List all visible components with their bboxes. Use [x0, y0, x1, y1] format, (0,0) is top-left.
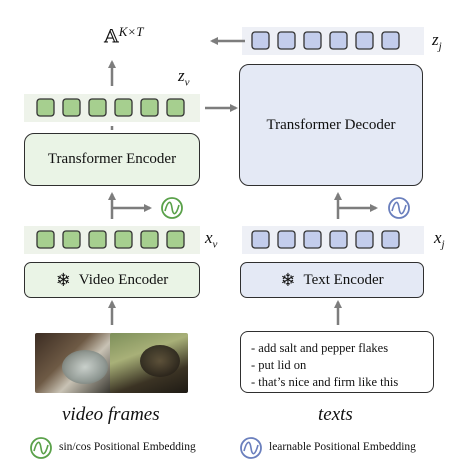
zj-label: zj	[432, 30, 442, 52]
zj-sub: j	[438, 40, 442, 53]
prediction-superscript: K×T	[118, 24, 144, 39]
zv-token	[88, 98, 107, 117]
video-frame-pan	[62, 350, 108, 384]
text-encoder-block: ❄ Text Encoder	[240, 262, 424, 298]
zj-token	[355, 31, 374, 50]
xv-token	[166, 230, 185, 249]
xj-token	[381, 230, 400, 249]
xv-token	[62, 230, 81, 249]
zj-token	[329, 31, 348, 50]
xj-var: x	[434, 228, 442, 247]
legend-sincos-label: sin/cos Positional Embedding	[59, 441, 196, 453]
xj-label: xj	[434, 228, 445, 250]
texts-box: - add salt and pepper flakes - put lid o…	[240, 331, 434, 393]
xj-token	[329, 230, 348, 249]
transformer-encoder-block: Transformer Encoder	[24, 133, 200, 186]
text-encoder-label: Text Encoder	[303, 271, 384, 288]
transformer-decoder-label: Transformer Decoder	[266, 116, 396, 133]
zv-token	[140, 98, 159, 117]
video-encoder-label: Video Encoder	[78, 271, 169, 288]
xv-token	[140, 230, 159, 249]
text-line-2: - put lid on	[251, 358, 307, 372]
xv-token	[114, 230, 133, 249]
video-encoder-block: ❄ Video Encoder	[24, 262, 200, 298]
xv-sub: v	[212, 238, 218, 251]
transformer-decoder-block: Transformer Decoder	[239, 64, 423, 186]
xj-sub: j	[441, 238, 445, 251]
legend-sincos-icon	[30, 437, 52, 459]
prediction-label: 𝔸K×T	[104, 24, 143, 49]
zj-token	[277, 31, 296, 50]
xv-token	[88, 230, 107, 249]
zv-token	[114, 98, 133, 117]
transformer-encoder-label: Transformer Encoder	[47, 151, 177, 167]
xj-token	[303, 230, 322, 249]
text-line-1: - add salt and pepper flakes	[251, 341, 389, 355]
video-frame-pot	[140, 345, 180, 377]
xj-token	[355, 230, 374, 249]
xj-token	[277, 230, 296, 249]
legend-learnable-icon	[240, 437, 262, 459]
sincos-positional-icon	[161, 197, 183, 219]
xv-label: xv	[205, 228, 217, 250]
xv-var: x	[205, 228, 213, 247]
zv-token	[166, 98, 185, 117]
snowflake-icon: ❄	[55, 269, 71, 291]
learnable-positional-icon	[388, 197, 410, 219]
zv-token	[62, 98, 81, 117]
zv-var: z	[178, 66, 185, 85]
xj-token	[251, 230, 270, 249]
zv-sub: v	[184, 76, 190, 89]
zv-label: zv	[178, 66, 190, 88]
zj-var: z	[432, 30, 439, 49]
zj-token	[251, 31, 270, 50]
prediction-base: 𝔸	[104, 26, 119, 48]
video-frames-caption: video frames	[62, 404, 160, 425]
xv-token	[36, 230, 55, 249]
texts-caption: texts	[318, 404, 353, 425]
zv-token	[36, 98, 55, 117]
zj-token	[381, 31, 400, 50]
legend-learnable-label: learnable Positional Embedding	[269, 441, 416, 453]
text-line-3: - that’s nice and firm like this	[251, 375, 399, 389]
zj-token	[303, 31, 322, 50]
snowflake-icon: ❄	[280, 269, 296, 291]
